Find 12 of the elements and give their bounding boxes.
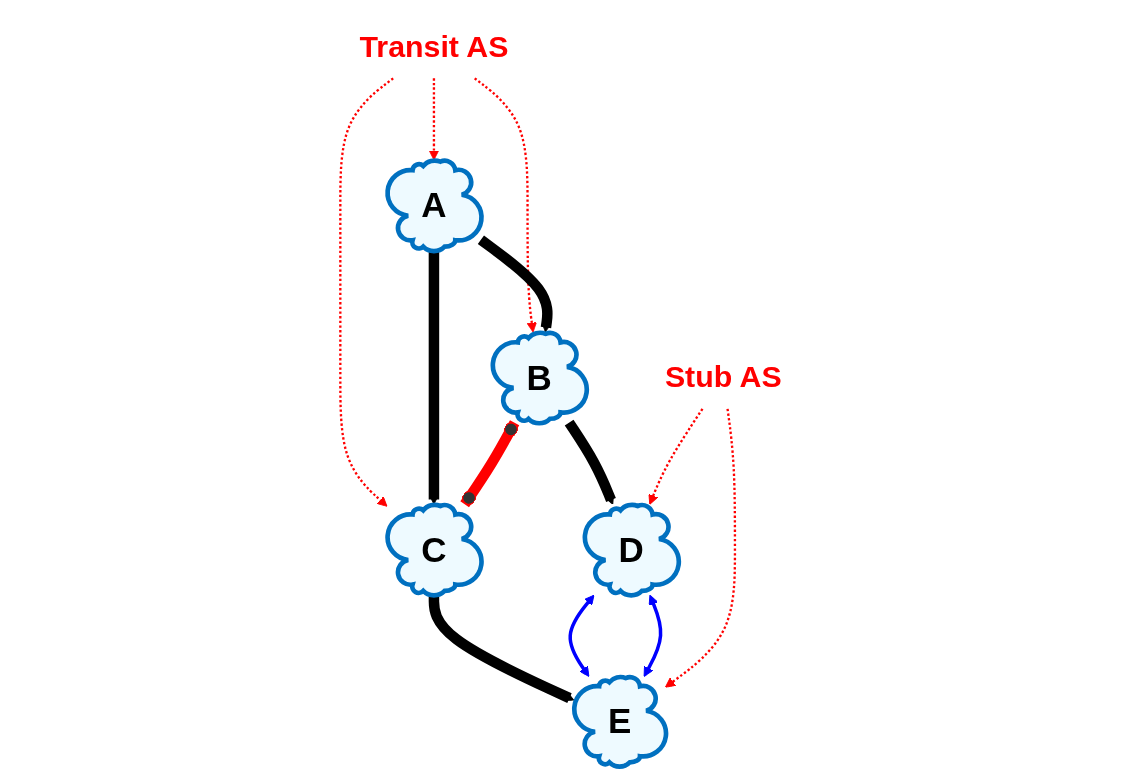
arrow	[664, 408, 736, 688]
arrow	[338, 76, 394, 507]
arrow	[648, 407, 704, 505]
arrow	[643, 594, 662, 677]
arrow	[428, 594, 574, 703]
connector	[459, 419, 519, 507]
node-text: Transit AS	[359, 28, 508, 64]
arrow	[564, 419, 616, 505]
arrow	[473, 76, 537, 333]
node-text: Stub AS	[664, 358, 782, 394]
arrow	[568, 594, 595, 677]
arrow	[428, 77, 439, 160]
